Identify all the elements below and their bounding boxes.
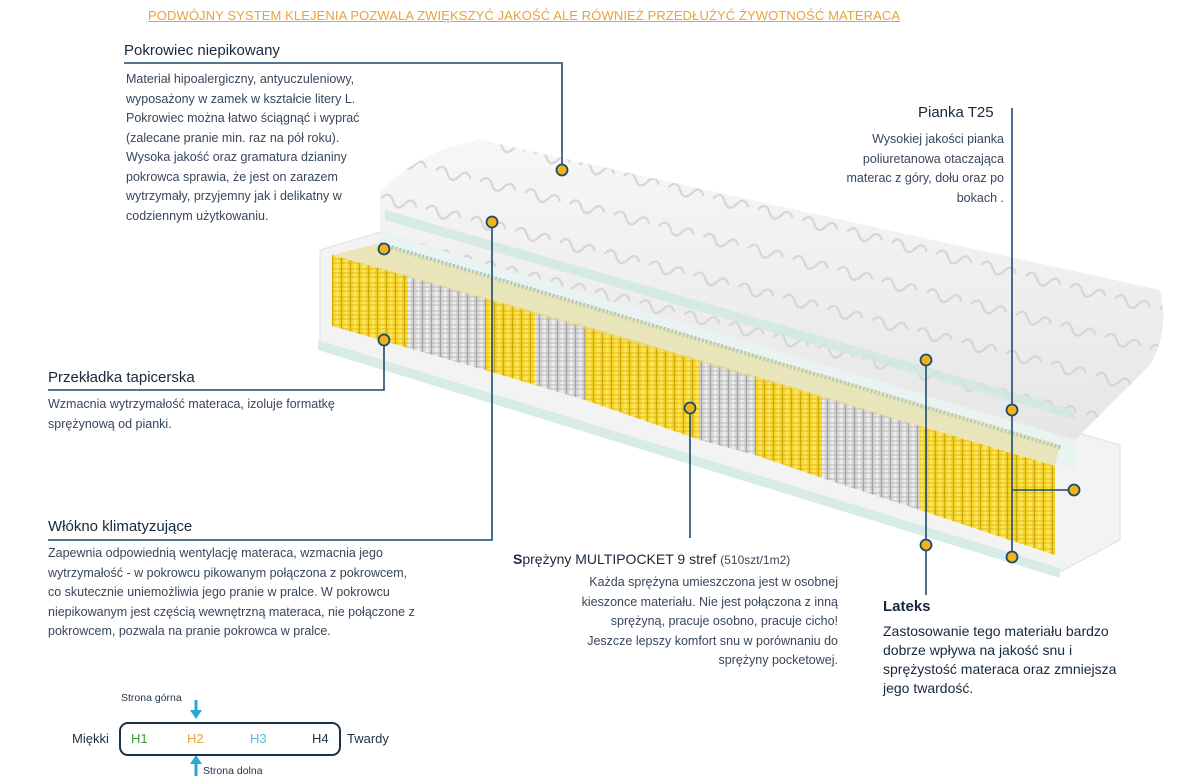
przekladka-title: Przekładka tapicerska xyxy=(48,369,195,386)
pokrowiec-description: Materiał hipoalergiczny, antyuczuleniowy… xyxy=(126,72,360,223)
pokrowiec-title: Pokrowiec niepikowany xyxy=(124,42,280,59)
marker-przekladka xyxy=(377,333,391,347)
marker-wlokno xyxy=(485,215,499,229)
scale-bottom-label: Strona dolna xyxy=(203,765,263,777)
marker-top-left xyxy=(377,242,391,256)
scale-left-label: Miękki xyxy=(72,731,109,746)
marker-lateks-bottom xyxy=(919,538,933,552)
lateks-description: Zastosowanie tego materiału bardzo dobrz… xyxy=(883,623,1117,696)
top-banner: PODWÓJNY SYSTEM KLEJENIA POZWALA ZWIĘKSZ… xyxy=(148,8,901,23)
pianka-description: Wysokiej jakości pianka poliuretanowa ot… xyxy=(846,132,1004,205)
marker-pianka-bottom xyxy=(1005,550,1019,564)
wlokno-description: Zapewnia odpowiednią wentylację materaca… xyxy=(48,546,415,638)
sprezyny-title: Sprężyny MULTIPOCKET 9 stref (510szt/1m2… xyxy=(513,551,791,567)
hardness-scale-box xyxy=(119,722,341,756)
sprezyny-description: Każda sprężyna umieszczona jest w osobne… xyxy=(581,575,838,667)
przekladka-description: Wzmacnia wytrzymałość materaca, izoluje … xyxy=(48,397,335,431)
scale-h4: H4 xyxy=(312,731,329,746)
marker-side xyxy=(1067,483,1081,497)
scale-top-label: Strona górna xyxy=(121,692,182,704)
scale-right-label: Twardy xyxy=(347,731,389,746)
marker-pianka-top xyxy=(1005,403,1019,417)
marker-sprezyny xyxy=(683,401,697,415)
scale-h3: H3 xyxy=(250,731,267,746)
spring-zones xyxy=(332,255,1055,555)
scale-arrows xyxy=(190,700,202,776)
scale-h2: H2 xyxy=(187,731,204,746)
scale-h1: H1 xyxy=(131,731,148,746)
marker-pokrowiec xyxy=(555,163,569,177)
pianka-title: Pianka T25 xyxy=(918,104,994,121)
wlokno-title: Włókno klimatyzujące xyxy=(48,518,193,535)
lateks-title: Lateks xyxy=(883,598,931,615)
marker-lateks-top xyxy=(919,353,933,367)
